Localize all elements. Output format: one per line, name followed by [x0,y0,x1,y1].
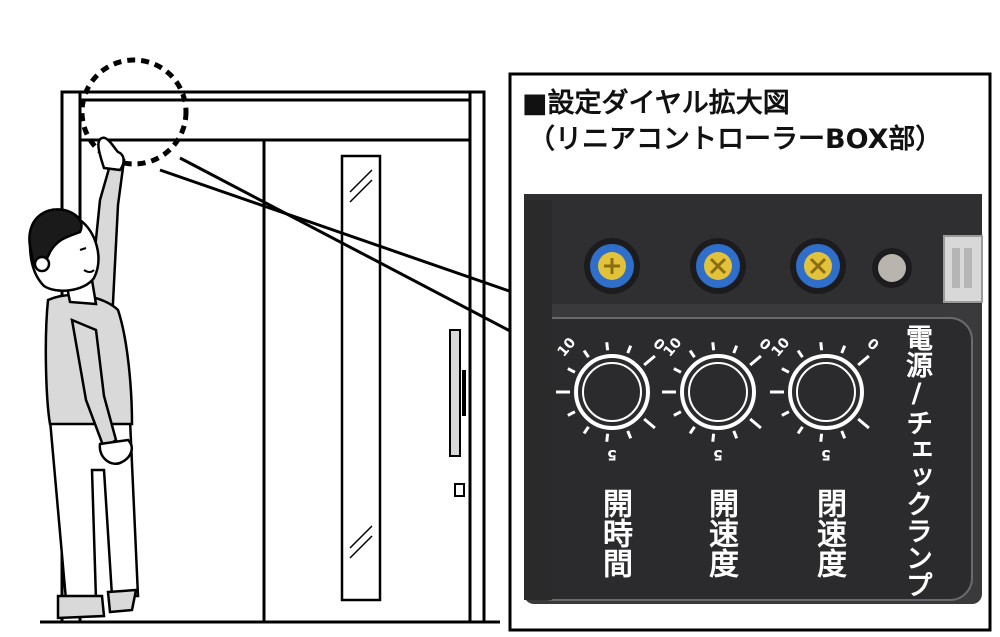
label-open-time: 開時間 [594,488,634,578]
dial-label-mid: 5 [713,446,723,462]
dial-label-mid: 5 [607,446,617,462]
dial-tick [713,342,714,350]
label-power-check-lamp: 電源/チェックランプ [896,324,936,594]
door-handle [450,330,460,456]
callout-title-line2: （リニアコントローラーBOX部） [522,122,992,158]
person-figure [29,138,138,618]
trimmer-3[interactable] [790,238,846,294]
check-lamp [872,248,912,288]
callout-title-line1: ■設定ダイヤル拡大図 [522,88,790,119]
trimmer-1[interactable] [584,238,640,294]
callout-pointer [160,158,512,332]
door-glass-slit [342,156,380,600]
dial-tick [821,342,822,350]
label-open-speed: 開速度 [700,488,740,578]
dial-tick [607,342,608,350]
door-lock [455,484,464,496]
door-header [80,100,470,140]
trimmer-2[interactable] [690,238,746,294]
connector [944,236,982,302]
label-close-speed: 閉速度 [808,488,848,578]
dial-tick [713,434,714,442]
dial-label-mid: 5 [821,446,831,462]
dial-tick [821,434,822,442]
callout-title: ■設定ダイヤル拡大図 （リニアコントローラーBOX部） [522,86,992,158]
dial-tick [607,434,608,442]
